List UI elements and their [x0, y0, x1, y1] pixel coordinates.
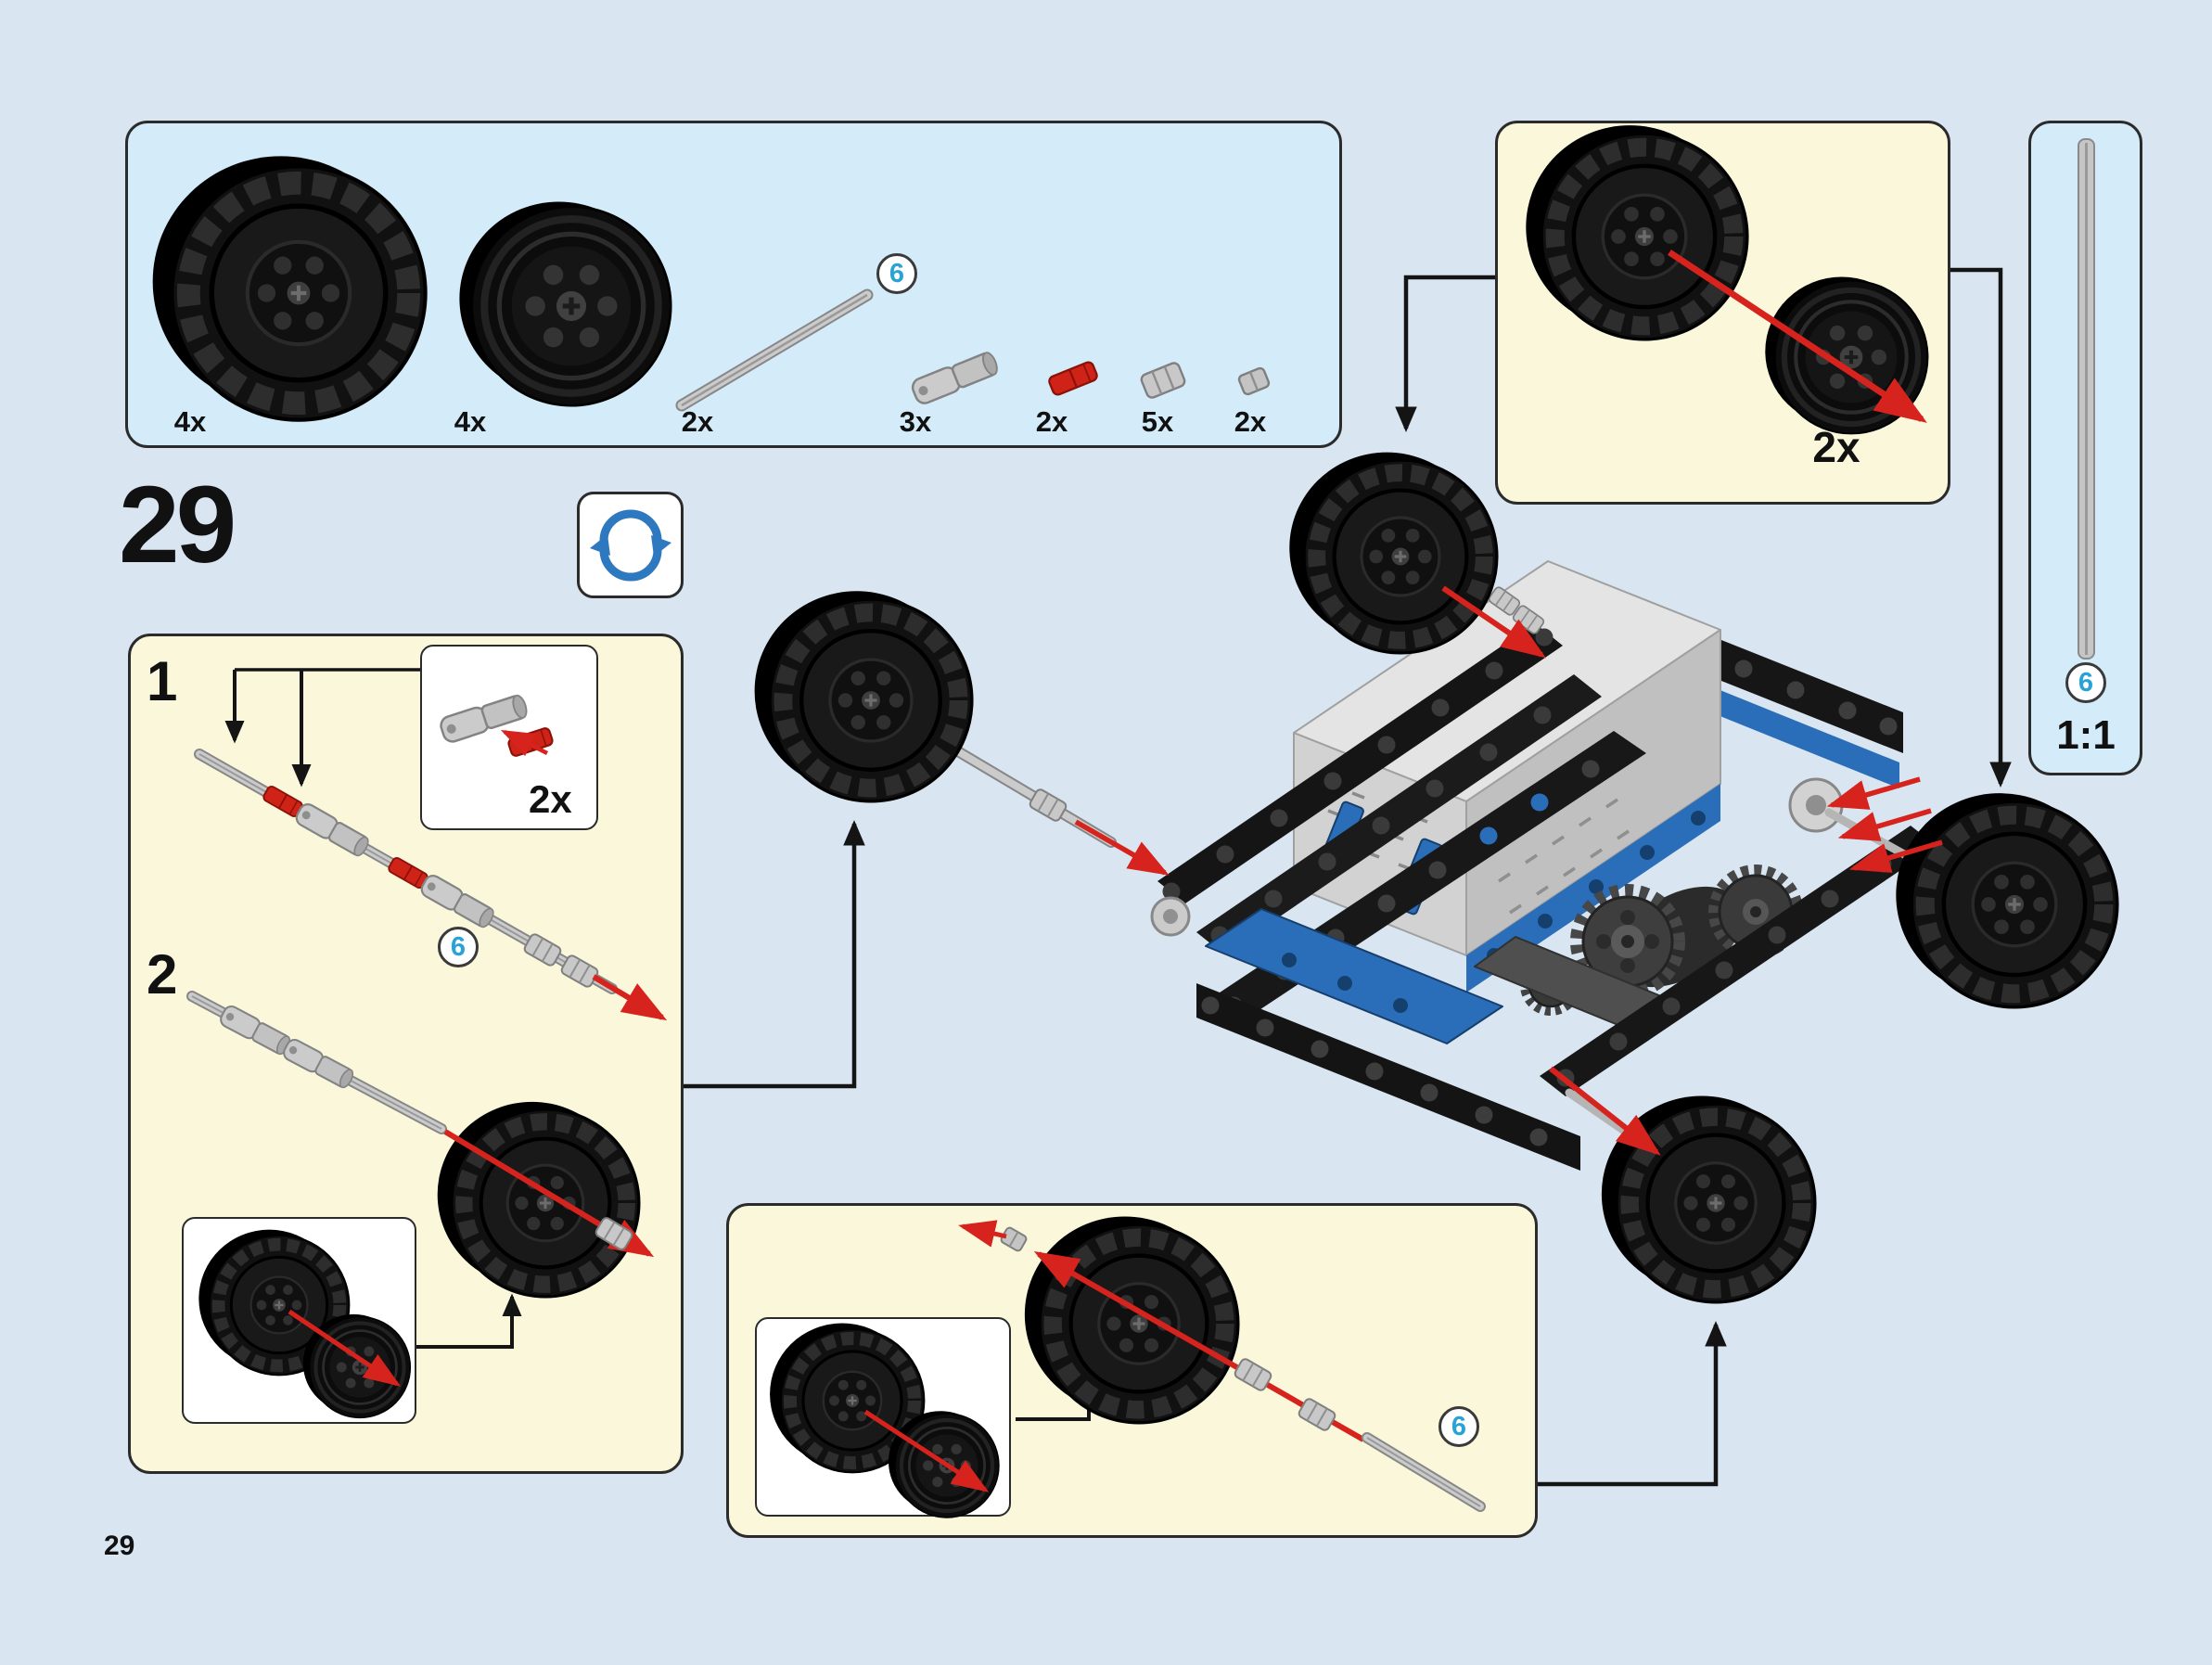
model-wheels: [755, 453, 2118, 1303]
part-count-bush: 5x: [1141, 405, 1174, 438]
rotate-symbol-box: [577, 492, 684, 598]
vehicle-chassis: [1150, 560, 1937, 1171]
axle-length-badge: 6: [1438, 1406, 1479, 1447]
part-count-halfbush: 2x: [1234, 405, 1267, 438]
wheel-parts-callout-box-left: [182, 1217, 416, 1424]
callout-quantity: 2x: [1812, 423, 1860, 471]
rear-right-wheel: [1826, 776, 2118, 1008]
page-number: 29: [104, 1531, 135, 1561]
parts-callout-box: [125, 121, 1342, 448]
part-count-axle: 2x: [681, 405, 714, 438]
step-number: 29: [119, 464, 237, 586]
part-count-redpin: 2x: [1035, 405, 1068, 438]
wheel-assembly-callout-box: [1495, 121, 1950, 505]
substep-1-label: 1: [147, 650, 178, 712]
front-left-wheel-with-axle: [755, 591, 1170, 876]
front-right-wheel: [1549, 1066, 1816, 1303]
part-count-connector: 3x: [899, 405, 932, 438]
axle-length-badge: 6: [2065, 662, 2106, 703]
pin-connector-quantity: 2x: [529, 777, 572, 821]
wheel-parts-callout-box-bottom: [755, 1317, 1011, 1517]
gear-large: [1570, 884, 1685, 999]
part-count-tire: 4x: [173, 405, 207, 438]
part-count-rim: 4x: [454, 405, 487, 438]
substep-2-label: 2: [147, 943, 178, 1005]
scale-ratio-label: 1:1: [2056, 712, 2116, 758]
gear-medium: [1708, 865, 1803, 959]
gear-small: [1520, 954, 1581, 1016]
axle-length-badge: 6: [438, 927, 479, 967]
axle-length-badge: 6: [876, 253, 917, 294]
